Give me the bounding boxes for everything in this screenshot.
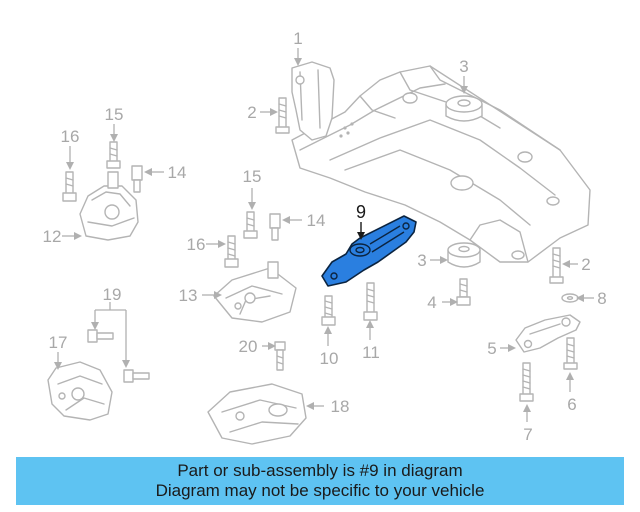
- bolt-part-6: [563, 337, 578, 370]
- bolt-part-7: [519, 362, 534, 402]
- subframe-crossmember: [291, 65, 591, 263]
- diagram-info-banner: Part or sub-assembly is #9 in diagram Di…: [16, 457, 624, 505]
- callout-20[interactable]: 20: [239, 337, 258, 356]
- banner-part-text: Part or sub-assembly is #9 in diagram: [177, 461, 463, 480]
- callout-16-upper[interactable]: 16: [61, 127, 80, 146]
- mount-part-13: [213, 261, 297, 323]
- callout-12[interactable]: 12: [43, 227, 62, 246]
- bolt-part-11: [363, 282, 378, 321]
- callout-14-upper[interactable]: 14: [168, 163, 187, 182]
- banner-disclaimer-text: Diagram may not be specific to your vehi…: [155, 481, 485, 500]
- highlighted-part-9-torque-rod[interactable]: [321, 215, 417, 287]
- mount-part-18: [207, 383, 307, 445]
- callout-8[interactable]: 8: [597, 289, 606, 308]
- callout-17[interactable]: 17: [49, 333, 68, 352]
- bushing-part-3-lower: [447, 242, 481, 268]
- exploded-parts-diagram: 1 2 3 15 16 14 12 15 14 16 13 9 3 2 4 8 …: [43, 29, 607, 445]
- callout-14-lower[interactable]: 14: [307, 211, 326, 230]
- bolt-part-15-lower: [243, 211, 258, 239]
- bolt-part-16-upper: [62, 171, 77, 202]
- bolt-part-2-upper: [275, 97, 290, 134]
- washer-part-8: [561, 293, 579, 303]
- bushing-part-3-upper: [445, 95, 483, 122]
- mount-part-17: [47, 361, 113, 421]
- bolt-part-19-left: [87, 329, 114, 343]
- callout-15-upper[interactable]: 15: [105, 105, 124, 124]
- callout-13[interactable]: 13: [179, 286, 198, 305]
- callout-7[interactable]: 7: [523, 425, 532, 444]
- bolt-part-15-upper: [106, 141, 121, 169]
- callout-18[interactable]: 18: [331, 397, 350, 416]
- bolt-part-4: [456, 278, 471, 306]
- callout-9-highlighted[interactable]: 9: [356, 202, 366, 222]
- bolt-part-20: [274, 341, 286, 371]
- bolt-part-14-lower: [269, 213, 281, 241]
- bolt-part-19-right: [123, 369, 150, 383]
- callout-15-lower[interactable]: 15: [243, 167, 262, 186]
- callout-11[interactable]: 11: [362, 343, 380, 362]
- bracket-part-5: [515, 314, 581, 353]
- callout-19[interactable]: 19: [103, 285, 122, 304]
- callout-3-lower[interactable]: 3: [417, 251, 426, 270]
- bolt-part-14-upper: [131, 165, 143, 193]
- bolt-part-10: [321, 295, 336, 326]
- callout-3-upper[interactable]: 3: [459, 57, 468, 76]
- callout-6[interactable]: 6: [567, 395, 576, 414]
- callout-1[interactable]: 1: [293, 29, 302, 48]
- callout-2-upper[interactable]: 2: [247, 103, 256, 122]
- callout-5[interactable]: 5: [487, 339, 496, 358]
- leader-lines: [54, 48, 594, 422]
- mount-bracket-part-1: [291, 61, 335, 141]
- callout-2-lower[interactable]: 2: [581, 255, 590, 274]
- mount-part-12: [79, 171, 139, 241]
- callout-4[interactable]: 4: [427, 293, 436, 312]
- callout-16-lower[interactable]: 16: [187, 235, 206, 254]
- bolt-part-16-lower: [224, 235, 239, 268]
- bolt-part-2-lower: [549, 247, 564, 284]
- callout-10[interactable]: 10: [320, 349, 339, 368]
